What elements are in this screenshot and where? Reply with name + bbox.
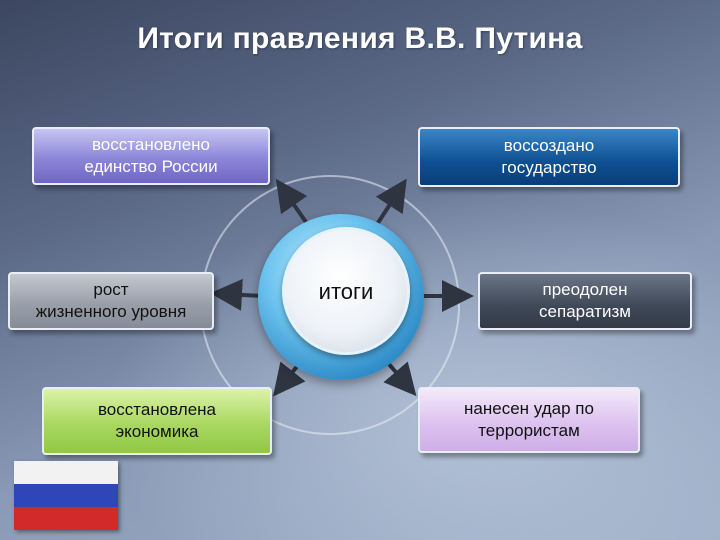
- box-economy-restored-text: восстановлена экономика: [97, 400, 217, 441]
- flag-stripe-blue: [14, 484, 118, 507]
- flag-stripe-white: [14, 461, 118, 484]
- box-living-standard-text: рост жизненного уровня: [35, 280, 187, 321]
- russian-flag-image: [14, 461, 118, 530]
- box-separatism-overcome: преодолен сепаратизм: [478, 272, 692, 330]
- hub-circle: [282, 227, 410, 355]
- box-state-recreated: воссоздано государство: [418, 127, 680, 187]
- box-economy-restored: восстановлена экономика: [42, 387, 272, 455]
- box-living-standard: рост жизненного уровня: [8, 272, 214, 330]
- arrow-to-mid-left: [210, 278, 263, 311]
- box-unity-restored-text: восстановлено единство России: [84, 135, 218, 176]
- hub-label: итоги: [318, 279, 374, 304]
- flag-stripe-red: [14, 507, 118, 530]
- box-terrorists-struck: нанесен удар по террористам: [418, 387, 640, 453]
- box-state-recreated-text: воссоздано государство: [501, 136, 597, 177]
- box-separatism-overcome-text: преодолен сепаратизм: [539, 280, 631, 321]
- slide-title: Итоги правления В.В. Путина: [137, 22, 583, 55]
- box-terrorists-struck-text: нанесен удар по террористам: [464, 399, 594, 440]
- box-unity-restored: восстановлено единство России: [32, 127, 270, 185]
